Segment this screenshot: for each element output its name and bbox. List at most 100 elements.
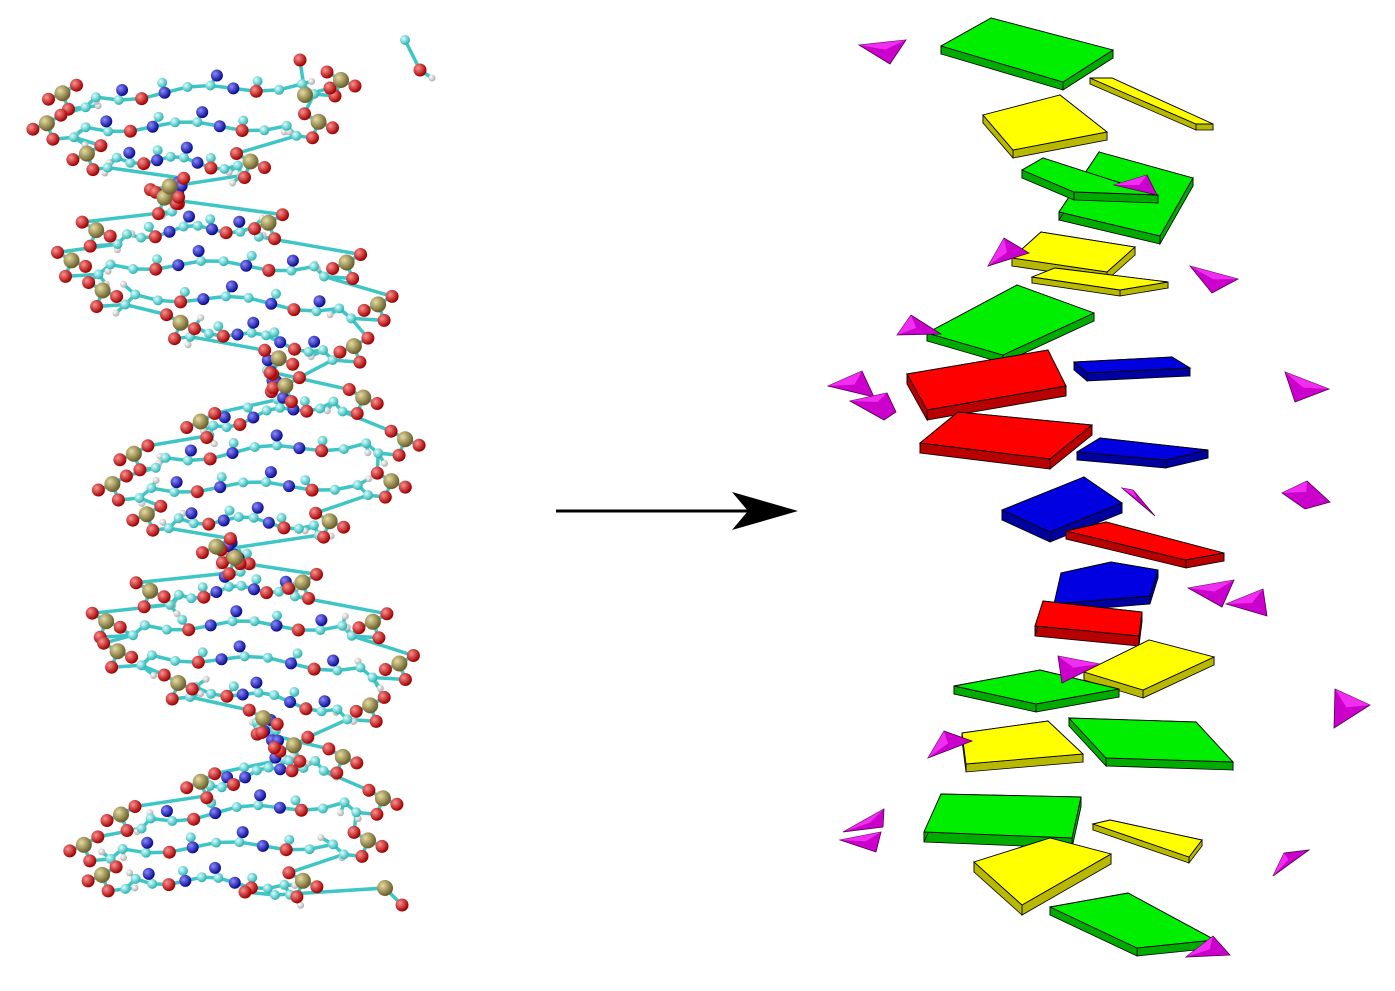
oxygen-atom <box>110 290 124 303</box>
carbon-atom <box>145 813 156 824</box>
nitrogen-atom <box>286 254 299 267</box>
phosphorus-atom <box>277 377 294 394</box>
oxygen-atom <box>266 381 280 395</box>
oxygen-atom <box>350 407 364 420</box>
atom-bond <box>188 334 267 353</box>
oxygen-atom <box>378 490 392 504</box>
phosphate-tetrahedron <box>1057 655 1102 684</box>
hydrogen-atom <box>297 901 305 909</box>
oxygen-atom <box>101 884 115 898</box>
carbon-atom <box>334 303 345 314</box>
oxygen-atom <box>238 885 252 899</box>
hydrogen-atom <box>202 675 210 683</box>
carbon-atom <box>241 548 252 559</box>
nitrogen-atom <box>236 688 249 701</box>
oxygen-atom <box>263 366 277 380</box>
oxygen-atom <box>342 383 356 396</box>
oxygen-atom <box>282 581 295 595</box>
nitrogen-atom <box>254 789 267 802</box>
oxygen-atom <box>361 331 375 345</box>
phosphorus-atom <box>142 582 159 599</box>
oxygen-atom <box>70 78 83 92</box>
nitrogen-atom <box>183 210 195 223</box>
oxygen-atom <box>59 269 72 283</box>
atom-bond <box>174 198 285 217</box>
oxygen-atom <box>83 854 97 868</box>
oxygen-atom <box>372 631 386 645</box>
carbon-atom <box>271 288 281 299</box>
carbon-atom <box>182 82 193 92</box>
base-slab-green <box>1067 716 1235 772</box>
atom-bond <box>234 134 299 156</box>
coarse-grained-dna-model <box>826 17 1371 958</box>
hydrogen-atom <box>104 267 112 275</box>
nitrogen-atom <box>170 476 183 489</box>
oxygen-atom <box>369 714 383 728</box>
carbon-atom <box>153 111 164 122</box>
oxygen-atom <box>287 303 301 317</box>
carbon-atom <box>221 422 232 433</box>
oxygen-atom <box>182 623 196 637</box>
nitrogen-atom <box>315 614 328 627</box>
oxygen-atom <box>195 546 209 560</box>
phosphate-tetrahedron <box>848 392 897 421</box>
phosphate-tetrahedron <box>1224 588 1268 617</box>
atom-bond <box>90 603 172 615</box>
phosphorus-atom <box>104 476 121 492</box>
nitrogen-atom <box>141 836 154 849</box>
oxygen-atom <box>113 453 127 467</box>
transformation-arrow <box>556 492 798 530</box>
nitrogen-atom <box>172 259 185 272</box>
carbon-atom <box>233 512 244 522</box>
carbon-atom <box>297 79 307 89</box>
phosphorus-atom <box>383 473 400 490</box>
oxygen-atom <box>406 649 420 662</box>
oxygen-atom <box>129 576 143 590</box>
oxygen-atom <box>306 131 319 145</box>
oxygen-atom <box>203 452 217 466</box>
carbon-atom <box>117 843 128 854</box>
hydrogen-atom <box>428 74 436 82</box>
carbon-atom <box>147 878 158 889</box>
nitrogen-atom <box>204 619 217 632</box>
oxygen-atom <box>285 764 299 778</box>
nitrogen-atom <box>251 501 264 514</box>
carbon-atom <box>213 321 224 332</box>
atom-bond <box>146 433 212 448</box>
base-slab-red <box>918 411 1094 470</box>
phosphorus-atom <box>294 574 311 591</box>
carbon-atom <box>310 755 321 766</box>
carbon-atom <box>105 259 116 270</box>
carbon-atom <box>318 765 329 776</box>
oxygen-atom <box>120 824 134 837</box>
carbon-atom <box>276 512 287 523</box>
oxygen-atom <box>260 586 273 600</box>
carbon-atom <box>319 271 330 282</box>
hydrogen-atom <box>341 612 349 620</box>
nitrogen-atom <box>274 336 287 349</box>
oxygen-atom <box>395 898 409 912</box>
oxygen-atom <box>141 439 155 453</box>
carbon-atom <box>179 152 189 163</box>
nitrogen-atom <box>163 225 176 238</box>
carbon-atom <box>269 690 280 701</box>
carbon-atom <box>311 306 322 317</box>
carbon-atom <box>68 132 79 143</box>
nitrogen-atom <box>184 444 197 457</box>
nitrogen-atom <box>209 861 221 874</box>
oxygen-atom <box>180 781 194 795</box>
carbon-atom <box>316 706 327 717</box>
phosphorus-atom <box>255 710 272 727</box>
hydrogen-atom <box>131 884 139 892</box>
oxygen-atom <box>355 849 369 863</box>
phosphorus-atom <box>377 880 393 896</box>
phosphorus-atom <box>355 389 372 406</box>
oxygen-atom <box>349 704 363 718</box>
phosphorus-atom <box>192 413 209 430</box>
carbon-atom <box>253 800 264 811</box>
carbon-atom <box>293 523 304 534</box>
carbon-atom <box>355 662 366 673</box>
oxygen-atom <box>216 329 230 343</box>
carbon-atom <box>238 477 249 488</box>
